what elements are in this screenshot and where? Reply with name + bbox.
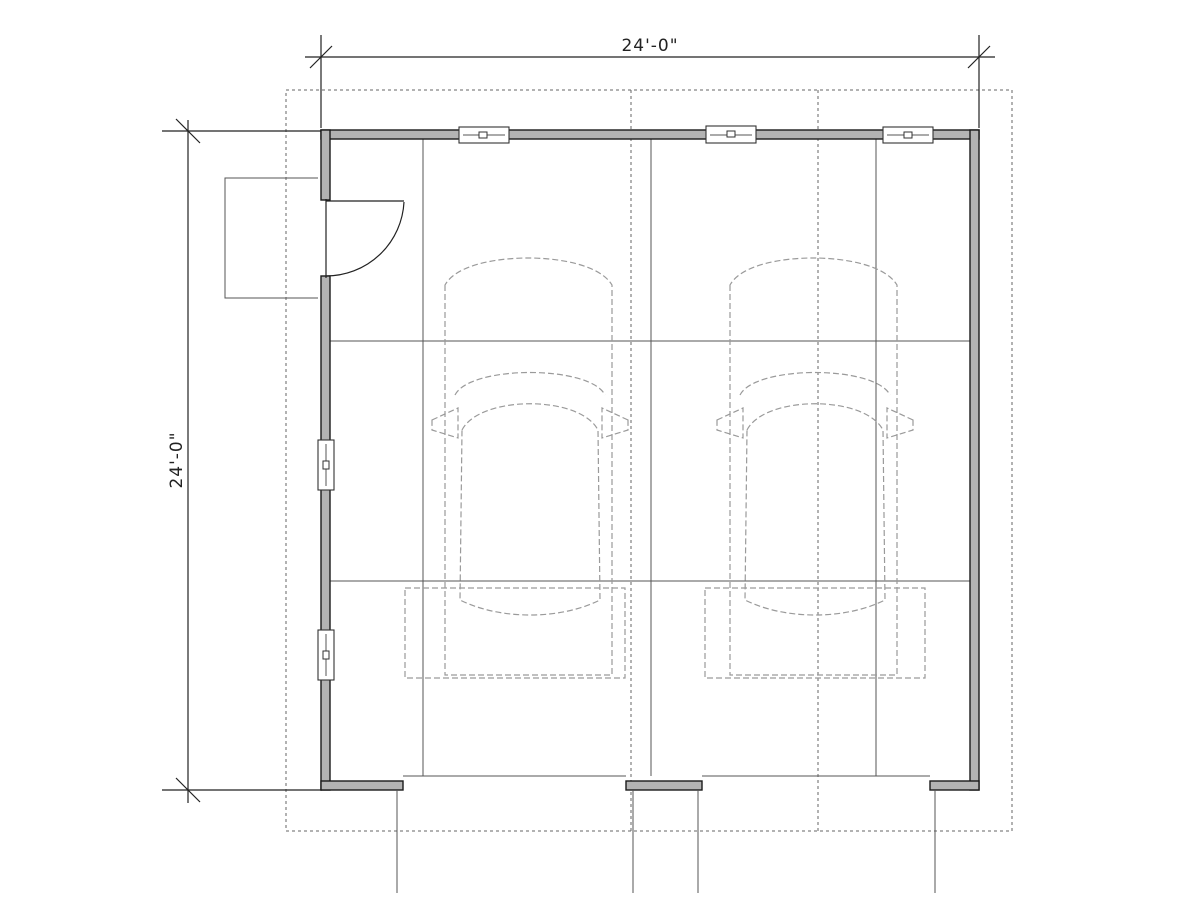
- window-top-center: [705, 125, 757, 144]
- top-windows: [458, 125, 934, 144]
- left-dimension: 24'-0": [162, 118, 322, 803]
- window-left-upper: [317, 439, 335, 491]
- window-top-left: [458, 126, 510, 144]
- exterior-walls: [320, 129, 980, 791]
- width-dimension-label: 24'-0": [621, 36, 678, 56]
- bottom-wall-right: [929, 780, 980, 791]
- right-wall: [969, 129, 980, 791]
- door-swing-arc: [325, 201, 405, 277]
- left-wall-lower: [320, 275, 331, 791]
- slab-grid-lines: [330, 139, 972, 776]
- roof-overhang-outline: [285, 89, 1013, 832]
- top-dimension: 24'-0": [305, 35, 995, 128]
- garage-door-openings: [396, 775, 936, 893]
- left-windows: [317, 439, 335, 681]
- door-landing: [224, 177, 318, 299]
- depth-dimension-label: 24'-0": [167, 431, 187, 488]
- window-left-lower: [317, 629, 335, 681]
- car-right: [704, 257, 926, 679]
- window-top-right: [882, 126, 934, 144]
- left-wall-upper: [320, 129, 331, 201]
- entry-door: [224, 177, 405, 299]
- car-left: [404, 257, 629, 679]
- bottom-wall-left: [320, 780, 404, 791]
- bottom-wall-center: [625, 780, 703, 791]
- top-wall: [320, 129, 980, 140]
